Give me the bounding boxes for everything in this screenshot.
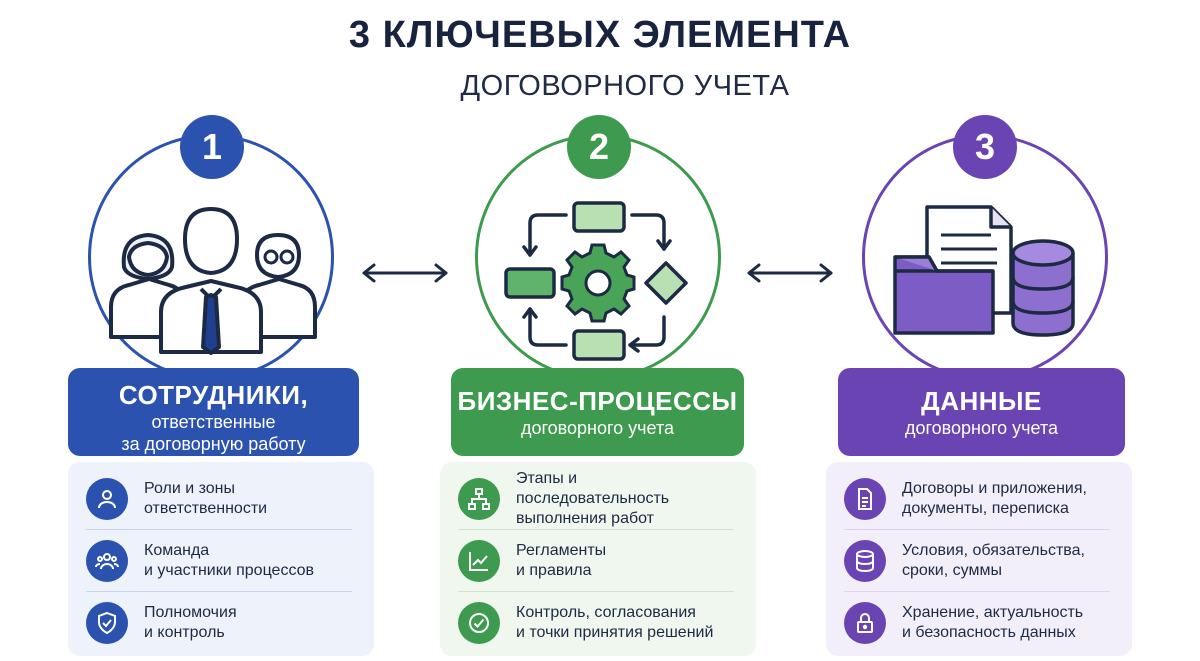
column-data: 3 ДАННЫЕ договорного учета Договоры и пр…	[0, 0, 1132, 661]
list-item: Договоры и приложения, документы, перепи…	[844, 468, 1110, 529]
list-item-text: Условия, обязательства, сроки, суммы	[902, 541, 1085, 579]
list-item-text: Полномочия и контроль	[144, 603, 237, 641]
list-item-text: Договоры и приложения, документы, перепи…	[902, 479, 1087, 517]
column-employees: 1 СОТРУДНИКИ, ответственные за договорну…	[0, 0, 400, 661]
line-chart-icon	[458, 539, 500, 582]
shield-check-icon	[86, 601, 128, 644]
list-item: Полномочия и контроль	[86, 591, 352, 653]
list-item-text: Роли и зоны ответственности	[144, 479, 268, 517]
processes-subtitle: договорного учета	[520, 418, 675, 438]
double-arrow-icon	[362, 263, 448, 283]
data-panel: Договоры и приложения, документы, перепи…	[826, 462, 1132, 656]
list-item-text: Хранение, актуальность и безопасность да…	[902, 603, 1084, 641]
data-circle	[862, 134, 1108, 380]
team-icon	[86, 539, 128, 582]
document-icon	[844, 477, 886, 520]
process-cycle-gear-icon	[504, 201, 688, 361]
list-item: Этапы и последовательность выполнения ра…	[458, 468, 734, 529]
list-item: Условия, обязательства, сроки, суммы	[844, 529, 1110, 591]
list-item-text: Этапы и последовательность выполнения ра…	[516, 469, 670, 527]
data-title: ДАННЫЕ	[921, 386, 1042, 416]
employees-subtitle-2: за договорную работу	[121, 434, 306, 454]
database-icon	[844, 539, 886, 582]
step-number-3: 3	[953, 115, 1017, 179]
processes-title: БИЗНЕС-ПРОЦЕССЫ	[457, 386, 738, 416]
employees-circle	[88, 134, 334, 380]
list-item-text: Контроль, согласования и точки принятия …	[516, 603, 714, 641]
list-item: Роли и зоны ответственности	[86, 468, 352, 529]
flowchart-icon	[458, 477, 500, 520]
page-subtitle: ДОГОВОРНОГО УЧЕТА	[460, 70, 790, 102]
employees-panel: Роли и зоны ответственности Команда и уч…	[68, 462, 374, 656]
check-circle-icon	[458, 601, 500, 644]
data-subtitle: договорного учета	[904, 418, 1059, 438]
list-item: Регламенты и правила	[458, 529, 734, 591]
step-number-1: 1	[180, 115, 244, 179]
list-item: Команда и участники процессов	[86, 529, 352, 591]
double-arrow-icon	[747, 263, 833, 283]
folder-document-database-icon	[893, 205, 1075, 337]
list-item: Хранение, актуальность и безопасность да…	[844, 591, 1110, 653]
page-title: 3 КЛЮЧЕВЫХ ЭЛЕМЕНТА	[348, 14, 852, 56]
list-item-text: Регламенты и правила	[516, 541, 607, 579]
user-icon	[86, 477, 128, 520]
employees-subtitle-1: ответственные	[151, 412, 276, 432]
lock-icon	[844, 601, 886, 644]
column-business-processes: 2 БИЗНЕС-ПРОЦЕССЫ договорного учета Этап…	[0, 0, 756, 661]
processes-banner: БИЗНЕС-ПРОЦЕССЫ договорного учета	[451, 368, 744, 456]
processes-panel: Этапы и последовательность выполнения ра…	[440, 462, 756, 656]
step-number-2: 2	[567, 115, 631, 179]
employees-title: СОТРУДНИКИ,	[118, 380, 309, 410]
employees-banner: СОТРУДНИКИ, ответственные за договорную …	[68, 368, 359, 456]
people-group-icon	[109, 207, 317, 355]
list-item-text: Команда и участники процессов	[144, 541, 315, 579]
data-banner: ДАННЫЕ договорного учета	[838, 368, 1125, 456]
list-item: Контроль, согласования и точки принятия …	[458, 591, 734, 653]
